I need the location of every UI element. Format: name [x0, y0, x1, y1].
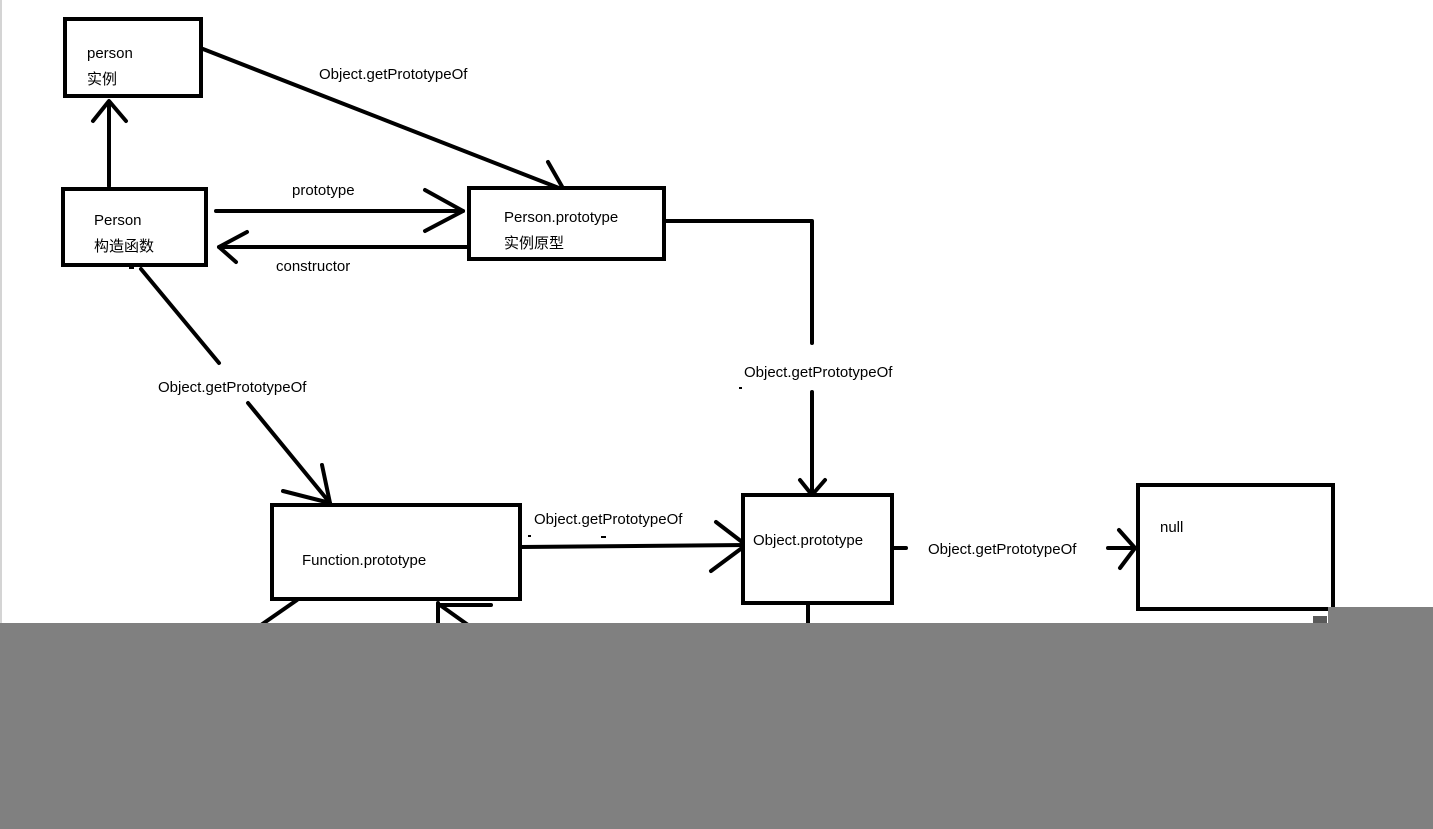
edge-person-prototype-to-object-prototype [664, 219, 827, 497]
edge-constructor [217, 230, 469, 264]
label-proto-to-object-proto: Object.getPrototypeOf [744, 364, 893, 381]
edge-object-prototype-to-null [892, 528, 1137, 570]
person-instance-name: person [87, 45, 133, 62]
stray-marks [129, 267, 742, 538]
occluded-region-step [1328, 607, 1433, 625]
edge-prototype [214, 188, 465, 233]
label-ctor-to-function-proto: Object.getPrototypeOf [158, 379, 307, 396]
label-constructor: constructor [276, 258, 351, 275]
occluded-region [0, 623, 1433, 829]
function-prototype-box: Function.prototype [270, 503, 522, 601]
edge-partial-lower-middle [436, 601, 493, 627]
person-constructor-box: Person 构造函数 [61, 187, 208, 267]
person-prototype-box: Person.prototype 实例原型 [467, 186, 666, 261]
person-instance-caption: 实例 [87, 71, 118, 88]
image-artifact [1313, 616, 1327, 624]
person-prototype-caption: 实例原型 [504, 235, 565, 252]
label-object-proto-to-null: Object.getPrototypeOf [928, 541, 1077, 558]
null-box: null [1136, 483, 1335, 611]
object-prototype-box: Object.prototype [741, 493, 894, 605]
function-prototype-name: Function.prototype [302, 552, 427, 569]
person-constructor-name: Person [94, 212, 142, 229]
edge-partial-lower-left [259, 598, 299, 627]
label-prototype: prototype [292, 182, 355, 199]
person-instance-box: person 实例 [63, 17, 203, 98]
label-function-proto-to-object-proto: Object.getPrototypeOf [534, 511, 683, 528]
edge-function-prototype-to-object-prototype [519, 520, 748, 573]
edge-constructor-to-instance [91, 99, 128, 188]
null-name: null [1160, 519, 1184, 536]
object-prototype-name: Object.prototype [753, 532, 864, 549]
left-edge-rule [0, 0, 2, 625]
label-instance-to-proto: Object.getPrototypeOf [319, 66, 468, 83]
person-constructor-caption: 构造函数 [94, 238, 155, 255]
person-prototype-name: Person.prototype [504, 209, 619, 226]
